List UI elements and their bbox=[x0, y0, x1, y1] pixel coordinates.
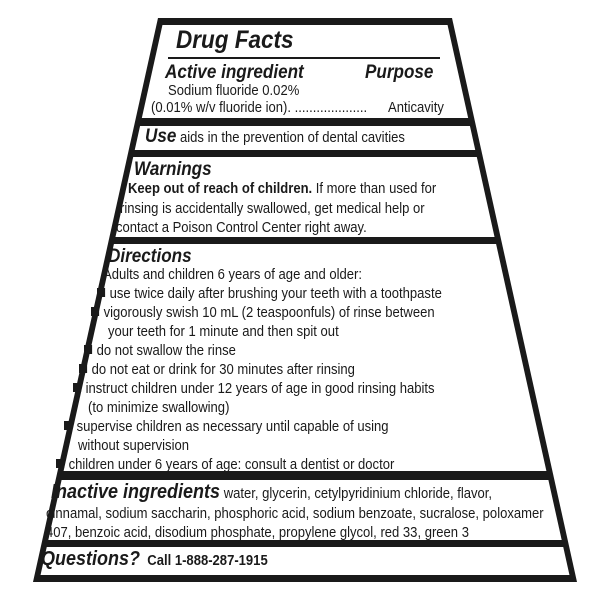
directions-item: do not eat or drink for 30 minutes after… bbox=[79, 362, 355, 379]
section-use bbox=[134, 126, 476, 150]
bullet-icon bbox=[84, 345, 93, 354]
warnings-line: rinsing is accidentally swallowed, get m… bbox=[120, 201, 425, 217]
bullet-icon bbox=[91, 307, 100, 316]
directions-item: children under 6 years of age: consult a… bbox=[56, 457, 394, 474]
warnings-line: contact a Poison Control Center right aw… bbox=[116, 220, 367, 236]
directions-item-cont: your teeth for 1 minute and then spit ou… bbox=[108, 324, 339, 340]
directions-item: use twice daily after brushing your teet… bbox=[97, 286, 442, 303]
section-warnings bbox=[115, 157, 495, 237]
inactive-line: Inactive ingredients water, glycerin, ce… bbox=[51, 481, 493, 503]
warnings-heading: Warnings bbox=[134, 159, 212, 180]
warnings-line: Keep out of reach of children. If more t… bbox=[128, 181, 436, 198]
inactive-line: cinnamal, sodium saccharin, phosphoric a… bbox=[46, 506, 544, 522]
directions-heading: Directions bbox=[108, 246, 192, 267]
directions-item: vigorously swish 10 mL (2 teaspoonfuls) … bbox=[91, 305, 435, 322]
directions-item: instruct children under 12 years of age … bbox=[73, 381, 435, 398]
use-text: aids in the prevention of dental cavitie… bbox=[180, 130, 405, 146]
bullet-icon bbox=[97, 288, 106, 297]
directions-item: supervise children as necessary until ca… bbox=[64, 419, 389, 436]
questions-heading: Questions? bbox=[41, 548, 141, 570]
active-ingredient-line: (0.01% w/v fluoride ion). ..............… bbox=[151, 100, 368, 116]
active-ingredient-line: Sodium fluoride 0.02% bbox=[168, 83, 300, 99]
purpose-value: Anticavity bbox=[388, 100, 444, 116]
questions-line: Questions? Call 1-888-287-1915 bbox=[41, 548, 268, 570]
title-rule bbox=[168, 57, 440, 59]
section-drug-facts bbox=[141, 25, 469, 118]
inactive-text: water, glycerin, cetylpyridinium chlorid… bbox=[223, 486, 493, 502]
directions-intro: Adults and children 6 years of age and o… bbox=[103, 267, 363, 283]
bullet-icon bbox=[64, 421, 73, 430]
bullet-icon bbox=[79, 364, 88, 373]
bullet-icon bbox=[56, 459, 65, 468]
section-directions bbox=[63, 244, 547, 471]
use-section: Use aids in the prevention of dental cav… bbox=[145, 126, 405, 147]
warnings-bold: Keep out of reach of children. bbox=[128, 181, 313, 197]
active-ingredient-heading: Active ingredient bbox=[165, 62, 304, 83]
inactive-heading: Inactive ingredients bbox=[51, 481, 221, 503]
purpose-heading: Purpose bbox=[365, 62, 434, 83]
questions-phone: Call 1-888-287-1915 bbox=[147, 553, 268, 569]
directions-item-cont: without supervision bbox=[78, 438, 189, 454]
directions-item: do not swallow the rinse bbox=[84, 343, 236, 360]
section-questions bbox=[40, 547, 570, 575]
warnings-text: If more than used for bbox=[315, 181, 437, 197]
page-title: Drug Facts bbox=[176, 26, 294, 54]
bullet-icon bbox=[73, 383, 82, 392]
section-inactive bbox=[48, 480, 562, 540]
inactive-line: 407, benzoic acid, disodium phosphate, p… bbox=[46, 525, 469, 541]
use-heading: Use bbox=[145, 126, 177, 147]
directions-item-cont: (to minimize swallowing) bbox=[88, 400, 230, 416]
